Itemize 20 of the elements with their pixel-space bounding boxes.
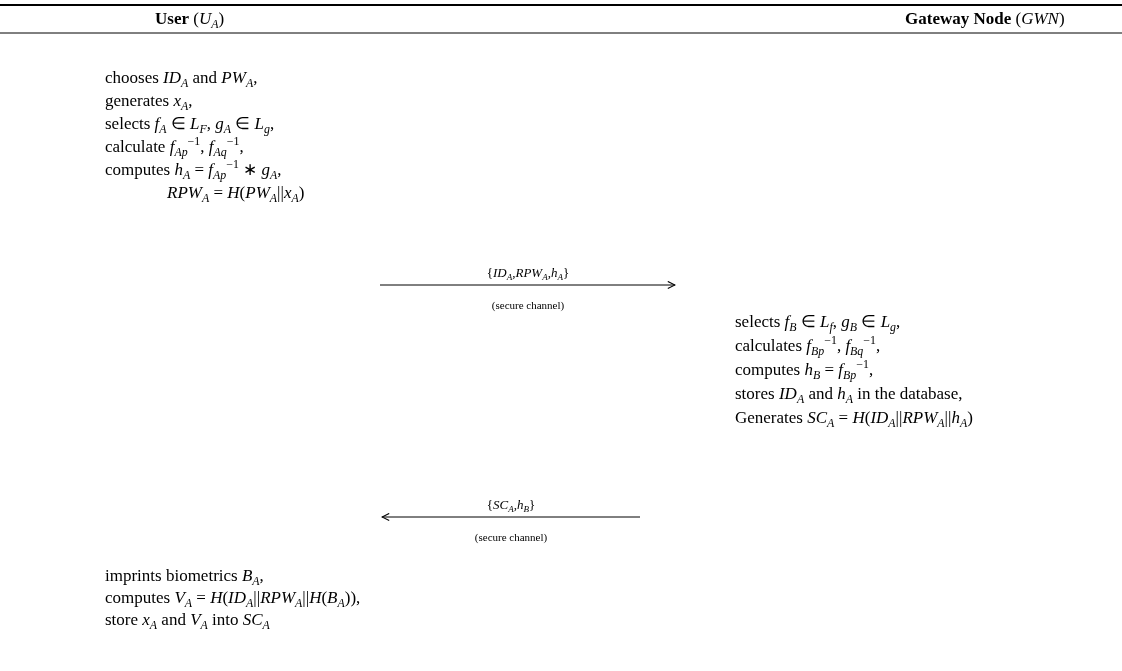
protocol-step: generates x$_{A}$, xyxy=(105,91,193,111)
protocol-step: imprints biometrics B$_{A}$, xyxy=(105,566,264,586)
protocol-step: calculates f$_{Bp}$$^{−1}$, f$_{Bq}$$^{−1}$, xyxy=(735,336,881,356)
protocol-step: computes V$_{A}$ = H(ID$_{A}$||RPW$_{A}$||H(B$_{A}$)), xyxy=(105,588,361,608)
protocol-step: Generates SC$_{A}$ = H(ID$_{A}$||RPW$_{A}$||h$_{A}$) xyxy=(735,408,973,428)
protocol-step: computes h$_{B}$ = f$_{Bp}$$^{−1}$, xyxy=(735,360,874,380)
channel-note: (secure channel) xyxy=(491,298,565,313)
protocol-step: stores ID$_{A}$ and h$_{A}$ in the database, xyxy=(735,384,963,404)
protocol-step: selects f$_{A}$ ∈ L$_{F}$, g$_{A}$ ∈ L$_{g}$, xyxy=(105,114,275,134)
column-header: Gateway Node (GWN) xyxy=(905,9,1065,29)
protocol-step: computes h$_{A}$ = f$_{Ap}$$^{−1}$ ∗ g$_{A}$, xyxy=(105,160,282,180)
protocol-step: selects f$_{B}$ ∈ L$_{f}$, g$_{B}$ ∈ L$_{g}$, xyxy=(735,312,901,332)
protocol-step: calculate f$_{Ap}$$^{−1}$, f$_{Aq}$$^{−1}$, xyxy=(105,137,244,157)
message-label: {SC$_{A}$,h$_{B}$} xyxy=(486,496,536,515)
protocol-step: RPW$_{A}$ = H(PW$_{A}$||x$_{A}$) xyxy=(167,183,305,203)
channel-note: (secure channel) xyxy=(474,530,548,545)
column-header: User (U$_{A}$) xyxy=(155,9,225,29)
message-label: {ID$_{A}$,RPW$_{A}$,h$_{A}$} xyxy=(486,264,570,283)
protocol-step: store x$_{A}$ and V$_{A}$ into SC$_{A}$ xyxy=(105,610,270,630)
protocol-step: chooses ID$_{A}$ and PW$_{A}$, xyxy=(105,68,258,88)
